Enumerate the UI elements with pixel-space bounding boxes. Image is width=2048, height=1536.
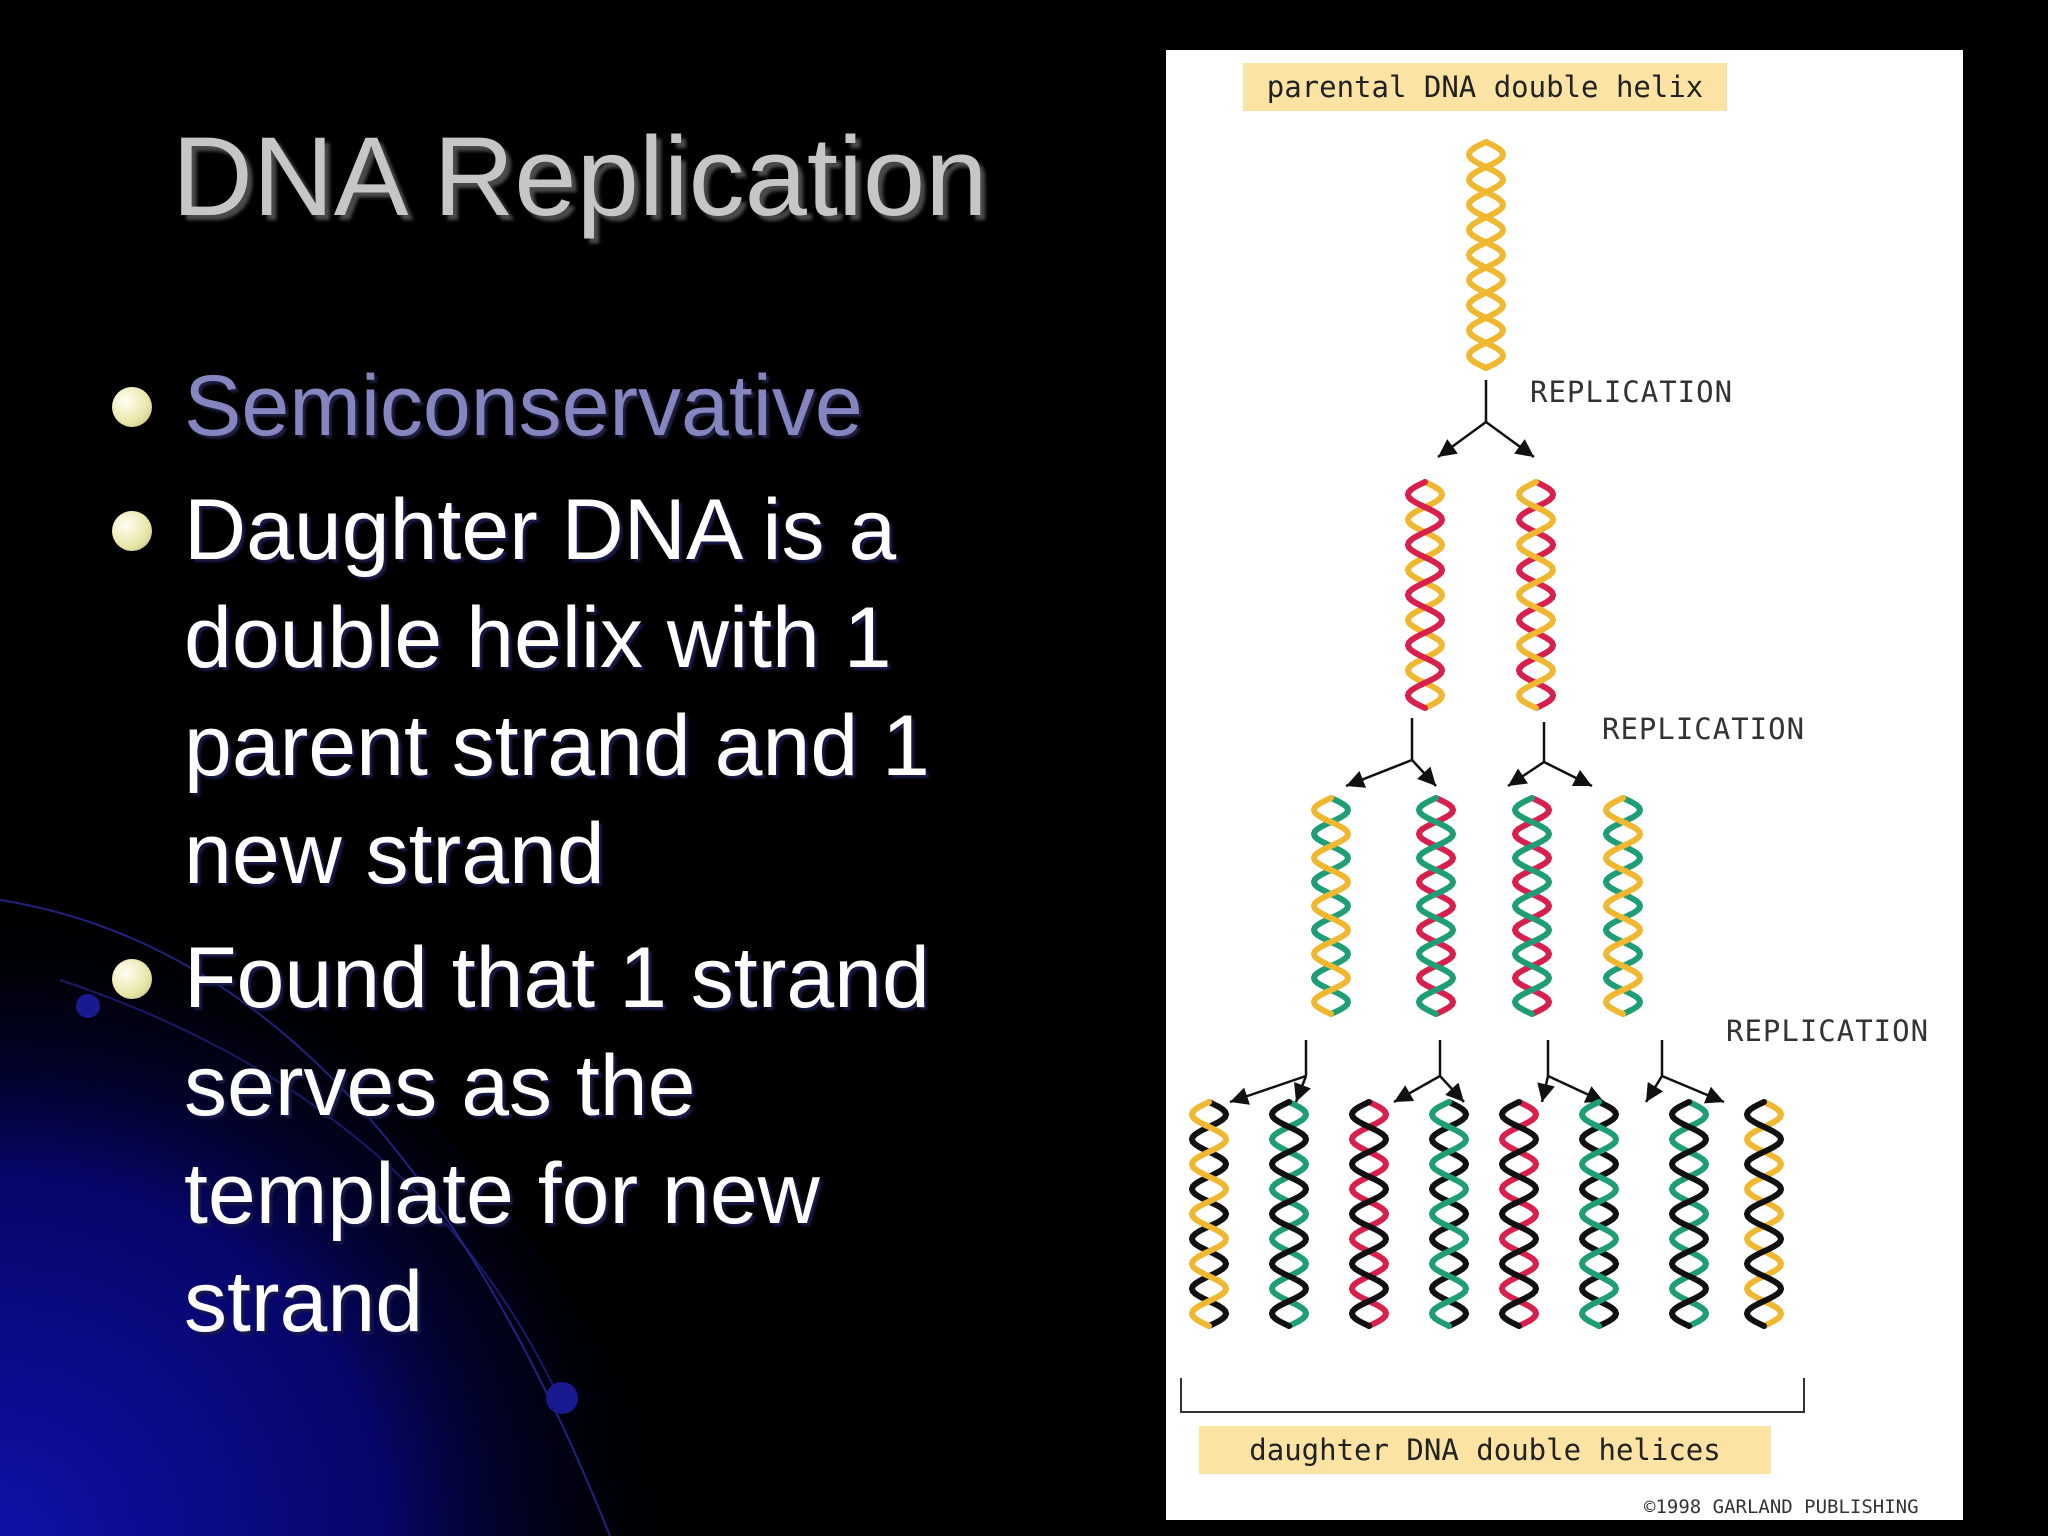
arrowhead-icon: [1703, 1086, 1724, 1104]
dna-strand: [1515, 479, 1557, 711]
dna-strand: [1511, 795, 1553, 1017]
arrowhead-icon: [1508, 768, 1528, 786]
bullet-dot-icon: [112, 511, 152, 551]
dna-strand: [1404, 479, 1446, 711]
bullet-item: Daughter DNA is a double helix with 1 pa…: [110, 476, 990, 908]
dna-strand: [1415, 795, 1457, 1017]
dna-strand: [1268, 1099, 1310, 1329]
dna-strand: [1743, 1099, 1785, 1329]
dna-strand: [1668, 1099, 1710, 1329]
dna-strand: [1415, 795, 1457, 1017]
arrowhead-icon: [1571, 769, 1592, 786]
dna-strand: [1428, 1099, 1470, 1329]
bullet-item: Found that 1 strand serves as the templa…: [110, 924, 990, 1356]
dna-strand: [1310, 795, 1352, 1017]
arrowhead-icon: [1646, 1081, 1664, 1102]
bullet-list: Semiconservative Daughter DNA is a doubl…: [110, 352, 990, 1372]
arrowhead-icon: [1230, 1087, 1250, 1105]
copyright-text: ©1998 GARLAND PUBLISHING: [1644, 1496, 1919, 1518]
helix-drawing: [1180, 139, 1805, 1413]
arrowhead-icon: [1346, 771, 1367, 788]
dna-strand: [1268, 1099, 1310, 1329]
bullet-dot-icon: [112, 959, 152, 999]
arrowhead-icon: [1394, 1085, 1415, 1102]
dna-strand: [1602, 795, 1644, 1017]
dna-strand: [1348, 1099, 1390, 1329]
replication-label: REPLICATION: [1602, 712, 1806, 746]
dna-strand: [1348, 1099, 1390, 1329]
arrowhead-icon: [1514, 439, 1534, 457]
bullet-text: Found that 1 strand serves as the templa…: [184, 930, 930, 1350]
arrowhead-icon: [1537, 1082, 1555, 1102]
dna-strand: [1578, 1099, 1620, 1329]
bullet-text: Semiconservative: [184, 358, 863, 454]
dna-strand: [1404, 479, 1446, 711]
daughter-bracket: [1180, 1378, 1805, 1413]
arrowhead-icon: [1583, 1086, 1604, 1103]
dna-strand: [1602, 795, 1644, 1017]
dna-strand: [1428, 1099, 1470, 1329]
arrowhead-icon: [1438, 439, 1458, 457]
dna-strand: [1465, 139, 1507, 371]
dna-strand: [1188, 1099, 1230, 1329]
daughter-dna-label: daughter DNA double helices: [1199, 1426, 1771, 1474]
bullet-text: Daughter DNA is a double helix with 1 pa…: [184, 482, 930, 902]
replication-diagram: parental DNA double helix REPLICATION RE…: [1166, 50, 1963, 1520]
bullet-dot-icon: [112, 387, 152, 427]
dna-strand: [1188, 1099, 1230, 1329]
arrowhead-icon: [1445, 1082, 1464, 1102]
arrowhead-icon: [1294, 1081, 1311, 1102]
parental-dna-label: parental DNA double helix: [1243, 63, 1727, 111]
dna-strand: [1668, 1099, 1710, 1329]
replication-label: REPLICATION: [1726, 1014, 1930, 1048]
replication-label: REPLICATION: [1530, 375, 1734, 409]
dna-strand: [1498, 1099, 1540, 1329]
dna-strand: [1743, 1099, 1785, 1329]
bullet-item: Semiconservative: [110, 352, 990, 460]
dna-strand: [1498, 1099, 1540, 1329]
dna-strand: [1515, 479, 1557, 711]
dna-strand: [1310, 795, 1352, 1017]
dna-strand: [1465, 139, 1507, 371]
arrowhead-icon: [1417, 766, 1436, 786]
slide-title: DNA Replication: [172, 114, 988, 239]
dna-strand: [1511, 795, 1553, 1017]
dna-strand: [1578, 1099, 1620, 1329]
